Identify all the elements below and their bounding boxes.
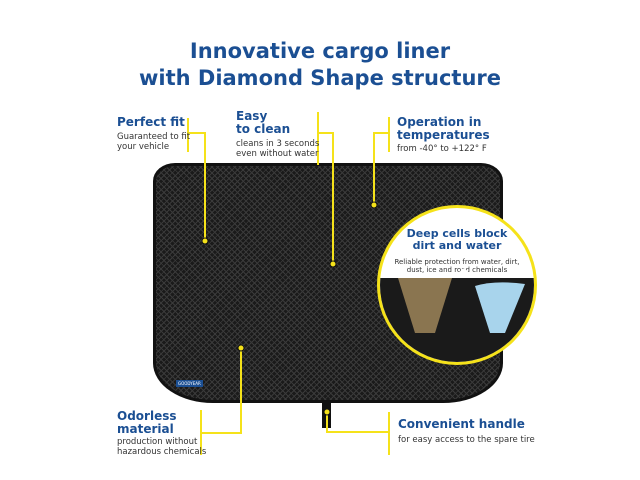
deep-cells-desc2: dust, ice and road chemicals <box>406 266 508 275</box>
temperatures-title2: temperatures <box>397 127 490 142</box>
easy-clean-desc2: even without water <box>236 149 319 160</box>
handle-desc: for easy access to the spare tire <box>398 435 535 445</box>
easy-clean-title: Easy to clean <box>236 110 290 135</box>
odorless-title: Odorless material <box>117 410 177 435</box>
deep-cells-desc1: Reliable protection from water, dirt, <box>394 258 520 266</box>
odorless-title2: material <box>117 421 174 436</box>
easy-clean-title2: to clean <box>236 121 291 136</box>
temperatures-title: Operation in temperatures <box>397 116 490 141</box>
deep-cells-title1: Deep cells block <box>406 227 508 240</box>
brand-logo: GOODYEAR <box>176 380 203 387</box>
easy-clean-desc1: cleans in 3 seconds <box>236 139 320 149</box>
headline-line2: with Diamond Shape structure <box>138 66 501 91</box>
perfect-fit-title: Perfect fit <box>117 115 185 129</box>
headline: Innovative cargo liner with Diamond Shap… <box>0 38 640 93</box>
temperatures-title1: Operation in <box>397 115 482 129</box>
easy-clean-desc: cleans in 3 seconds even without water <box>236 139 319 159</box>
odorless-desc2: hazardous chemicals <box>117 447 207 458</box>
temperatures-desc: from -40° to +122° F <box>397 144 487 154</box>
deep-cells-title2: dirt and water <box>412 239 502 253</box>
odorless-title1: Odorless <box>117 409 177 423</box>
odorless-desc1: production without <box>117 437 198 447</box>
perfect-fit-desc1: Guaranteed to fit <box>117 132 191 142</box>
deep-cells-inset: Deep cells block dirt and water Reliable… <box>377 205 537 365</box>
headline-line1: Innovative cargo liner <box>189 39 451 63</box>
perfect-fit-desc: Guaranteed to fit your vehicle <box>117 132 190 152</box>
odorless-desc: production without hazardous chemicals <box>117 437 206 457</box>
perfect-fit-desc2: your vehicle <box>117 142 170 153</box>
handle-title: Convenient handle <box>398 417 525 431</box>
cell-cross-section-illustration <box>380 268 534 362</box>
easy-clean-title1: Easy <box>236 109 268 123</box>
